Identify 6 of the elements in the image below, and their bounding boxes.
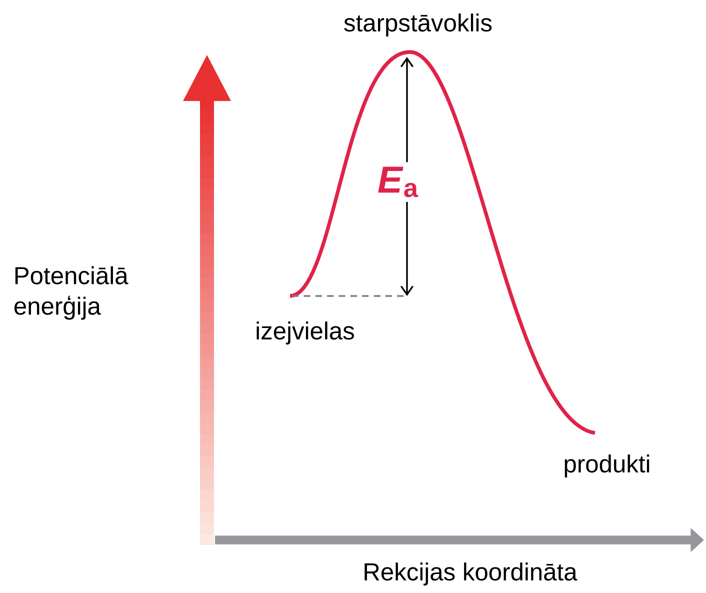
axis-label: Potenciālā enerģija (14, 266, 128, 320)
curve-label: izejvielas (256, 322, 354, 344)
axis-label: Rekcijas koordināta (364, 562, 578, 586)
state-label: starpstāvoklis (344, 14, 492, 36)
curve-label: produkti (564, 454, 650, 478)
activation-energy-label: E$_{a}$ (372, 162, 424, 202)
